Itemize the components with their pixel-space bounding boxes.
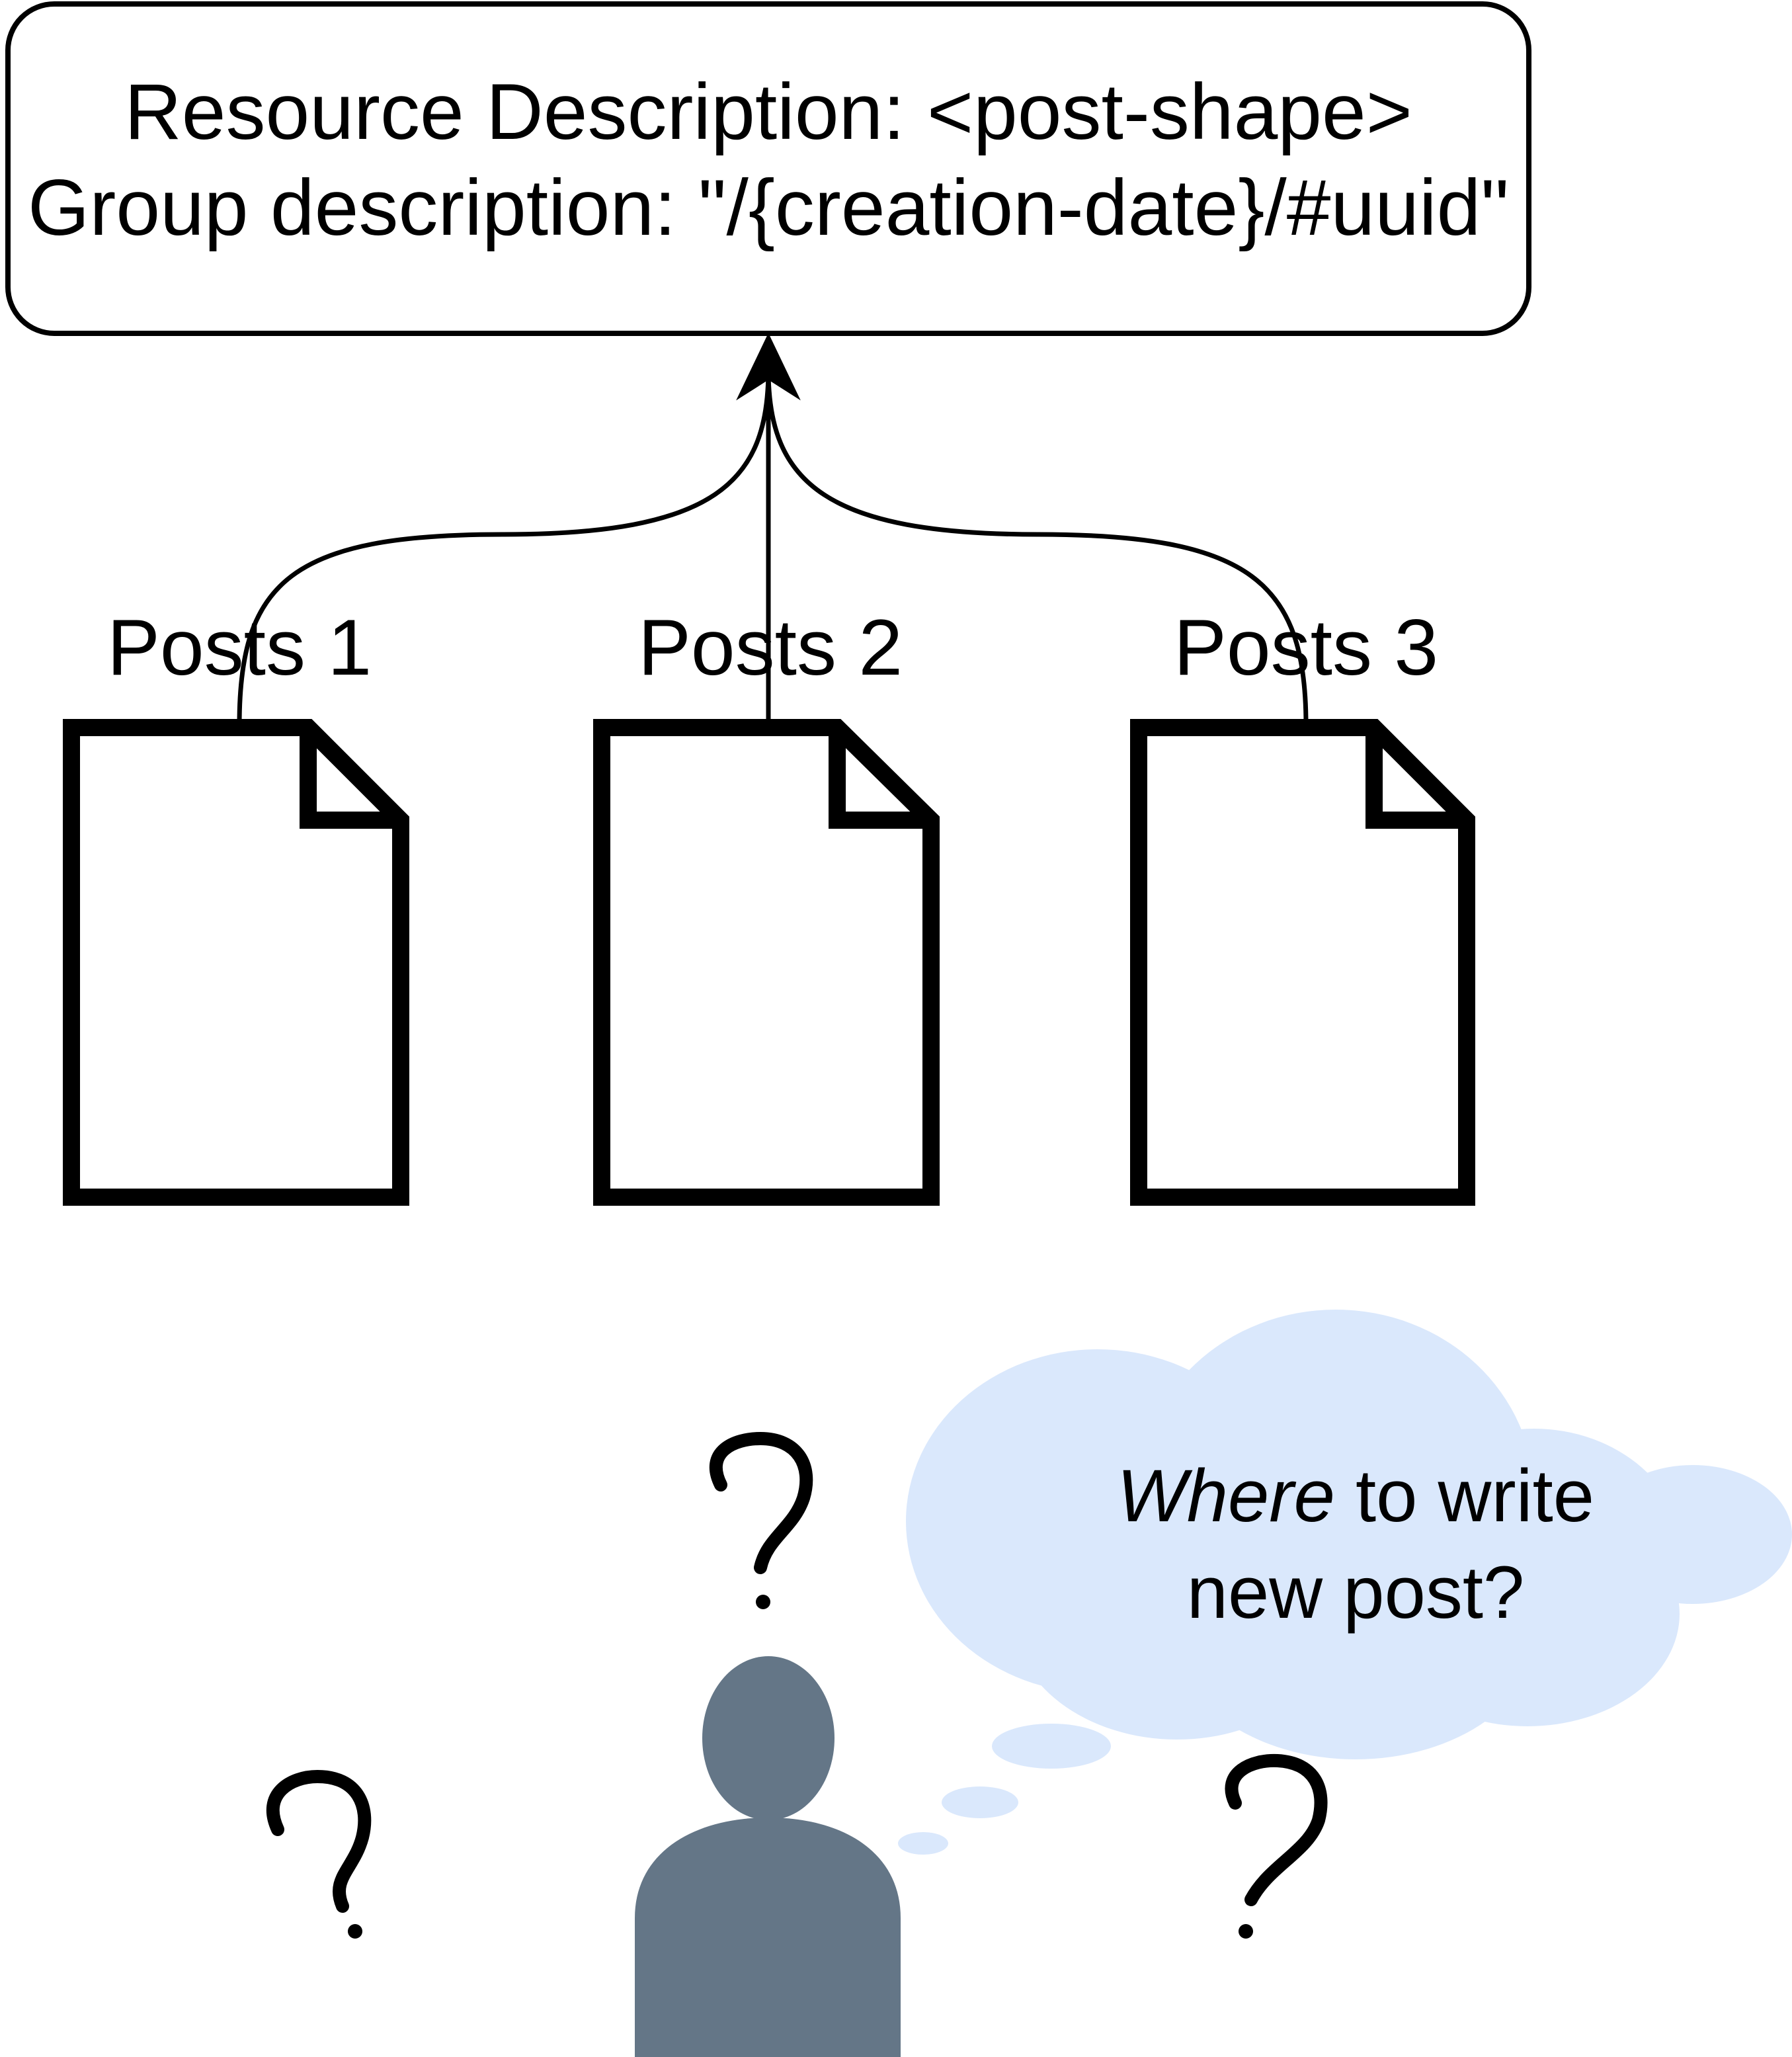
document-label-posts-1: Posts 1 <box>107 603 372 692</box>
question-mark-icon-top <box>709 1431 813 1609</box>
thought-trail-medium <box>942 1786 1018 1818</box>
thought-trail-small <box>898 1832 948 1855</box>
question-mark-icon-left <box>266 1769 372 1939</box>
thought-bubble <box>898 1310 1792 1855</box>
resource-description-text: Resource Description: <post-shape> <box>124 67 1412 156</box>
connector-posts-1 <box>237 370 771 726</box>
resource-description-box: Resource Description: <post-shape> Group… <box>5 1 1531 336</box>
thought-text-line1: Where to write <box>1117 1454 1594 1537</box>
thought-text-line2: new post? <box>1187 1551 1525 1634</box>
group-description-text: Group description: "/{creation-date}/#uu… <box>28 163 1509 252</box>
person-head <box>702 1656 835 1820</box>
thought-rest: to write <box>1335 1454 1594 1537</box>
person-icon <box>635 1656 901 2057</box>
arrow-head-icon <box>736 333 801 401</box>
thought-emphasis: Where <box>1117 1454 1335 1537</box>
document-icon-posts-2 <box>593 719 940 1206</box>
thought-trail-large <box>992 1724 1111 1769</box>
person-body <box>635 1818 901 2057</box>
connectors <box>237 370 1309 726</box>
document-icon-posts-1 <box>63 719 409 1206</box>
connector-posts-3 <box>766 370 1309 726</box>
question-mark-icon-right <box>1225 1753 1328 1939</box>
document-label-posts-3: Posts 3 <box>1174 603 1438 692</box>
document-icon-posts-3 <box>1130 719 1475 1206</box>
